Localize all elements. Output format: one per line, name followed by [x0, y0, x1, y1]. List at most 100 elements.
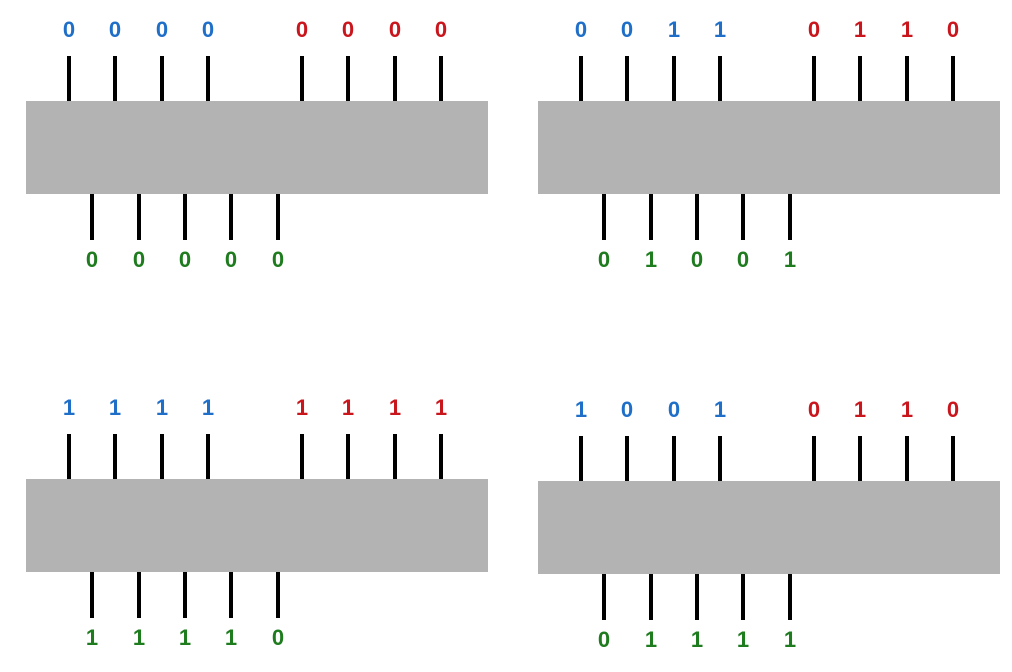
- input-b-bit: 1: [388, 395, 402, 420]
- chip-body: [538, 101, 1000, 194]
- output-bit: 0: [597, 247, 611, 272]
- input-pin: [300, 56, 304, 101]
- input-b-bit: 0: [388, 17, 402, 42]
- input-pin: [625, 56, 629, 101]
- input-a-bit: 1: [667, 17, 681, 42]
- output-pin: [276, 572, 280, 618]
- input-a-bit: 1: [713, 17, 727, 42]
- input-a-bit: 1: [62, 395, 76, 420]
- output-bit: 0: [690, 247, 704, 272]
- input-pin: [206, 434, 210, 479]
- input-pin: [346, 56, 350, 101]
- input-pin: [672, 436, 676, 481]
- input-pin: [113, 56, 117, 101]
- input-a-bit: 0: [108, 17, 122, 42]
- input-b-bit: 0: [946, 17, 960, 42]
- input-pin: [812, 436, 816, 481]
- output-bit: 0: [224, 247, 238, 272]
- output-pin: [183, 194, 187, 240]
- input-a-bit: 0: [667, 397, 681, 422]
- output-pin: [741, 574, 745, 620]
- input-pin: [67, 434, 71, 479]
- output-bit: 1: [644, 627, 658, 652]
- input-pin: [579, 436, 583, 481]
- output-pin: [741, 194, 745, 240]
- input-a-bit: 0: [620, 17, 634, 42]
- chip-body: [538, 481, 1000, 574]
- output-pin: [229, 572, 233, 618]
- output-bit: 0: [597, 627, 611, 652]
- input-b-bit: 1: [341, 395, 355, 420]
- input-b-bit: 0: [807, 397, 821, 422]
- output-bit: 1: [736, 627, 750, 652]
- chip-body: [26, 479, 488, 572]
- input-a-bit: 1: [201, 395, 215, 420]
- input-pin: [812, 56, 816, 101]
- input-pin: [160, 56, 164, 101]
- input-b-bit: 1: [853, 17, 867, 42]
- output-bit: 1: [178, 625, 192, 650]
- input-a-bit: 1: [574, 397, 588, 422]
- input-pin: [346, 434, 350, 479]
- output-pin: [695, 194, 699, 240]
- input-pin: [718, 436, 722, 481]
- input-a-bit: 0: [201, 17, 215, 42]
- input-pin: [300, 434, 304, 479]
- input-pin: [160, 434, 164, 479]
- input-a-bit: 0: [620, 397, 634, 422]
- output-pin: [229, 194, 233, 240]
- output-bit: 1: [783, 627, 797, 652]
- output-pin: [602, 194, 606, 240]
- output-pin: [183, 572, 187, 618]
- input-pin: [672, 56, 676, 101]
- output-bit: 1: [85, 625, 99, 650]
- input-b-bit: 0: [434, 17, 448, 42]
- input-b-bit: 1: [900, 17, 914, 42]
- input-b-bit: 0: [341, 17, 355, 42]
- output-bit: 0: [736, 247, 750, 272]
- chip-body: [26, 101, 488, 194]
- input-pin: [439, 56, 443, 101]
- output-pin: [602, 574, 606, 620]
- output-bit: 0: [132, 247, 146, 272]
- input-pin: [858, 56, 862, 101]
- output-pin: [276, 194, 280, 240]
- input-pin: [718, 56, 722, 101]
- input-a-bit: 0: [574, 17, 588, 42]
- output-pin: [649, 194, 653, 240]
- input-pin: [393, 56, 397, 101]
- input-pin: [625, 436, 629, 481]
- output-bit: 0: [271, 247, 285, 272]
- input-a-bit: 1: [108, 395, 122, 420]
- input-b-bit: 1: [900, 397, 914, 422]
- output-pin: [90, 194, 94, 240]
- output-bit: 1: [690, 627, 704, 652]
- input-pin: [858, 436, 862, 481]
- input-b-bit: 0: [807, 17, 821, 42]
- input-a-bit: 0: [62, 17, 76, 42]
- input-pin: [393, 434, 397, 479]
- input-pin: [113, 434, 117, 479]
- output-pin: [137, 572, 141, 618]
- input-pin: [206, 56, 210, 101]
- output-pin: [137, 194, 141, 240]
- input-pin: [579, 56, 583, 101]
- input-b-bit: 1: [434, 395, 448, 420]
- input-pin: [905, 56, 909, 101]
- input-pin: [67, 56, 71, 101]
- output-pin: [695, 574, 699, 620]
- output-bit: 1: [132, 625, 146, 650]
- output-bit: 0: [178, 247, 192, 272]
- output-pin: [90, 572, 94, 618]
- input-a-bit: 1: [713, 397, 727, 422]
- input-b-bit: 0: [295, 17, 309, 42]
- input-pin: [439, 434, 443, 479]
- output-bit: 0: [85, 247, 99, 272]
- output-bit: 1: [644, 247, 658, 272]
- input-pin: [951, 56, 955, 101]
- input-pin: [951, 436, 955, 481]
